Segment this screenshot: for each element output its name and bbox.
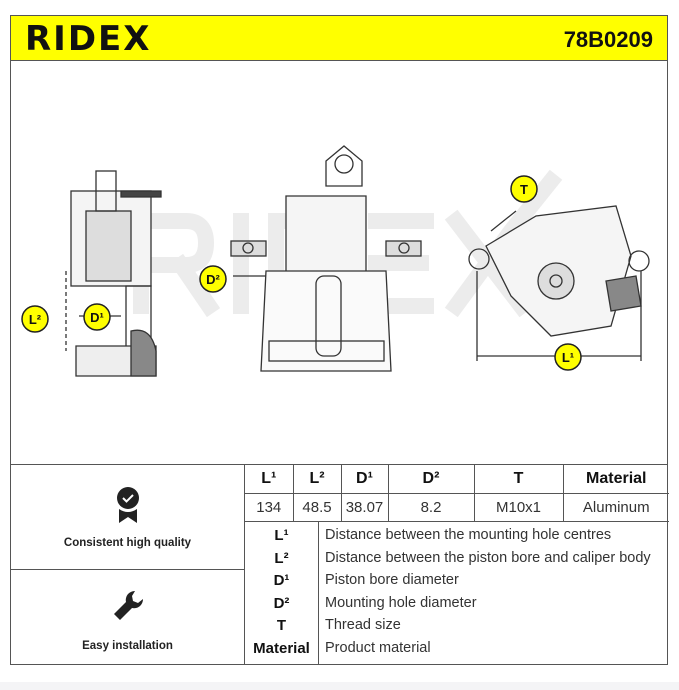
legend-key: T	[276, 617, 287, 635]
caliper-perspective-view	[468, 205, 650, 361]
l2-label: L²	[29, 312, 42, 327]
spec-value-row: 134 48.5 38.07 8.2 M10x1 Aluminum	[245, 493, 669, 522]
d1-label: D¹	[90, 310, 104, 325]
spec-value: 48.5	[292, 493, 342, 522]
spec-value: M10x1	[473, 493, 564, 522]
spec-header: D¹	[340, 465, 389, 494]
spec-header: Material	[562, 465, 669, 494]
legend-key: D¹	[273, 572, 290, 590]
header-bar: RIDEX 78B0209	[11, 16, 667, 61]
legend-key: L²	[274, 549, 289, 567]
d2-label: D²	[206, 272, 220, 287]
spec-header: L²	[292, 465, 342, 494]
spec-value: Aluminum	[562, 493, 669, 522]
sheet-frame: RIDEX 78B0209	[10, 15, 669, 665]
legend: L¹ L² D¹ D² T Material Distance between …	[245, 521, 669, 665]
d1-marker	[83, 303, 111, 331]
wrench-icon	[114, 590, 144, 620]
t-label: T	[520, 182, 528, 197]
spec-header-row: L¹ L² D¹ D² T Material	[245, 465, 669, 494]
spec-header: L¹	[245, 465, 294, 494]
spec-header: D²	[387, 465, 475, 494]
legend-desc: Piston bore diameter	[325, 572, 459, 589]
spec-value: 134	[245, 493, 294, 522]
spec-section: Consistent high quality Easy installatio…	[11, 464, 669, 665]
feature-label: Consistent high quality	[63, 537, 192, 549]
features-column: Consistent high quality Easy installatio…	[11, 465, 245, 664]
spec-table: L¹ L² D¹ D² T Material 134 48.5 38.07 8.…	[245, 465, 669, 522]
spec-value: 38.07	[340, 493, 389, 522]
caliper-side-view	[65, 170, 162, 377]
feature-label: Easy installation	[82, 640, 173, 652]
caliper-front-view	[230, 145, 422, 372]
legend-desc: Distance between the piston bore and cal…	[325, 549, 651, 566]
legend-desc: Product material	[325, 639, 431, 656]
l1-marker	[554, 343, 582, 371]
legend-key: L¹	[274, 527, 289, 544]
spec-value: 8.2	[387, 493, 475, 522]
feature-quality: Consistent high quality	[11, 465, 244, 570]
legend-desc: Distance between the mounting hole centr…	[325, 527, 612, 543]
d2-marker	[199, 265, 227, 293]
brand-logo: RIDEX	[25, 19, 152, 59]
part-number: 78B0209	[563, 27, 653, 52]
t-marker	[510, 175, 538, 203]
l2-marker	[21, 305, 49, 333]
l1-label: L¹	[562, 350, 574, 365]
legend-desc: Mounting hole diameter	[325, 594, 477, 611]
legend-key: D²	[273, 594, 290, 612]
legend-desc: Thread size	[325, 617, 401, 634]
feature-installation: Easy installation	[11, 570, 244, 665]
legend-key: Material	[253, 639, 310, 657]
technical-drawing: L² D¹ D² T L¹	[11, 61, 667, 464]
quality-badge-icon	[117, 487, 139, 523]
spec-header: T	[473, 465, 564, 494]
